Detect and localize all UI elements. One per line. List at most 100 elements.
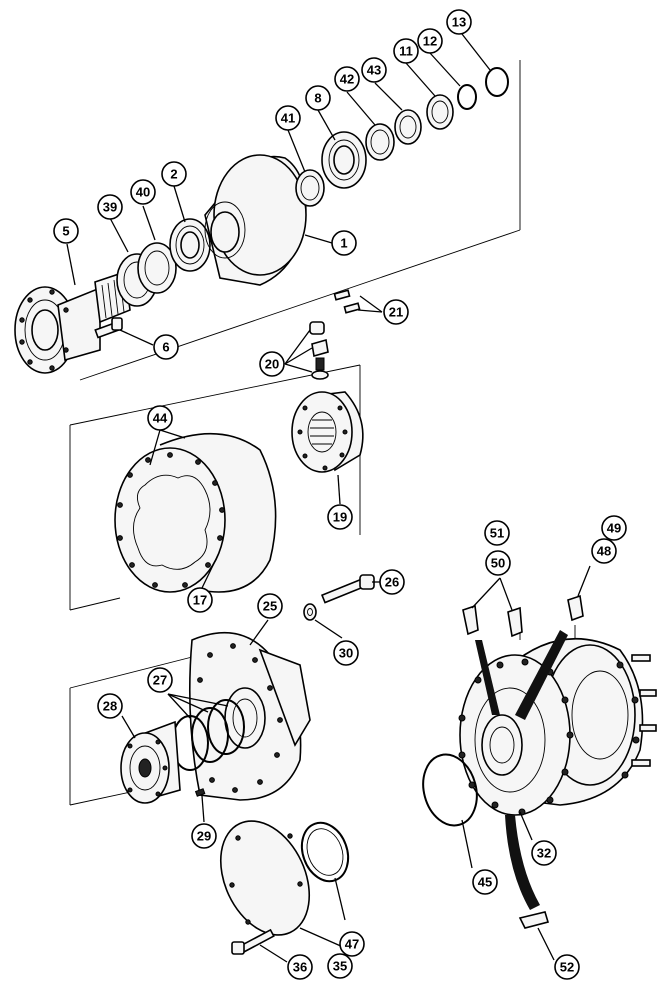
callout-label: 47 xyxy=(345,937,359,952)
callout-label: 52 xyxy=(560,960,574,975)
callout-label: 1 xyxy=(340,236,347,251)
part-50-fittings xyxy=(462,604,523,638)
callout-label: 32 xyxy=(537,846,551,861)
callout-label: 28 xyxy=(103,699,117,714)
callout-label: 8 xyxy=(314,91,321,106)
part-43-ring xyxy=(394,109,422,145)
callout-label: 42 xyxy=(340,72,354,87)
callout-label: 19 xyxy=(333,510,347,525)
part-19-planet-carrier xyxy=(291,391,364,473)
callout-12: 12 xyxy=(417,28,443,54)
part-21-pins xyxy=(333,289,361,314)
callout-label: 48 xyxy=(597,544,611,559)
callout-label: 27 xyxy=(153,673,167,688)
part-2-bearing xyxy=(169,218,211,272)
callout-label: 6 xyxy=(162,340,169,355)
callout-43: 43 xyxy=(361,57,387,83)
callout-8: 8 xyxy=(305,85,331,111)
part-11-nut xyxy=(426,94,454,130)
part-26-bolt xyxy=(320,574,375,604)
part-36-bolt xyxy=(231,928,275,955)
part-40-race xyxy=(137,242,177,294)
callout-label: 17 xyxy=(193,593,207,608)
callout-label: 41 xyxy=(281,111,295,126)
part-35-cover-plate xyxy=(219,820,311,936)
part-13-snap-ring xyxy=(485,67,509,97)
callout-label: 13 xyxy=(452,15,466,30)
part-20-plunger-set xyxy=(309,321,329,380)
leader-lines xyxy=(66,33,591,963)
part-52-clip xyxy=(518,911,550,929)
part-25-spindle-housing xyxy=(188,632,311,801)
callout-28: 28 xyxy=(97,693,123,719)
part-8-bearing xyxy=(321,131,367,189)
callout-35: 35 xyxy=(327,953,353,979)
callout-51: 51 xyxy=(484,520,510,546)
callout-48: 48 xyxy=(591,538,617,564)
part-6-bolt xyxy=(94,317,123,339)
callout-5: 5 xyxy=(53,218,79,244)
part-45-o-ring xyxy=(422,753,478,827)
callout-40: 40 xyxy=(130,179,156,205)
callout-label: 51 xyxy=(490,526,504,541)
callout-label: 2 xyxy=(170,167,177,182)
callout-17: 17 xyxy=(187,587,213,613)
callout-21: 21 xyxy=(383,299,409,325)
part-28-hydraulic-motor xyxy=(120,720,181,804)
callout-label: 25 xyxy=(263,599,277,614)
callout-label: 45 xyxy=(478,875,492,890)
callout-label: 21 xyxy=(389,305,403,320)
callout-47: 47 xyxy=(339,931,365,957)
callout-2: 2 xyxy=(161,161,187,187)
callout-42: 42 xyxy=(334,66,360,92)
callout-26: 26 xyxy=(379,569,405,595)
callout-label: 5 xyxy=(62,224,69,239)
part-44-ring-gear xyxy=(114,432,277,593)
hose-lines xyxy=(475,630,568,910)
callout-44: 44 xyxy=(147,405,173,431)
callout-label: 36 xyxy=(293,960,307,975)
callout-50: 50 xyxy=(485,550,511,576)
callout-32: 32 xyxy=(531,840,557,866)
callout-label: 43 xyxy=(367,63,381,78)
callout-label: 12 xyxy=(423,34,437,49)
callout-label: 35 xyxy=(333,959,347,974)
callout-36: 36 xyxy=(287,954,313,980)
callout-label: 11 xyxy=(399,44,413,59)
group-outline-top xyxy=(79,60,521,381)
callout-13: 13 xyxy=(446,9,472,35)
callout-label: 44 xyxy=(153,411,168,426)
callout-label: 39 xyxy=(103,200,117,215)
callout-25: 25 xyxy=(257,593,283,619)
callout-49: 49 xyxy=(601,515,627,541)
callout-20: 20 xyxy=(259,351,285,377)
callout-41: 41 xyxy=(275,105,301,131)
callout-label: 26 xyxy=(385,575,399,590)
callout-30: 30 xyxy=(333,640,359,666)
ring-gear-holes xyxy=(117,452,225,588)
callout-label: 20 xyxy=(265,357,279,372)
part-41-ring xyxy=(295,169,325,207)
callout-label: 50 xyxy=(491,556,505,571)
part-42-ring xyxy=(365,123,395,161)
callout-19: 19 xyxy=(327,504,353,530)
callout-39: 39 xyxy=(97,194,123,220)
callout-label: 29 xyxy=(197,829,211,844)
callout-6: 6 xyxy=(153,334,179,360)
callout-45: 45 xyxy=(472,869,498,895)
callout-27: 27 xyxy=(147,667,173,693)
callout-29: 29 xyxy=(191,823,217,849)
part-12-snap-ring xyxy=(457,84,477,110)
callout-label: 49 xyxy=(607,521,621,536)
callout-label: 30 xyxy=(339,646,353,661)
housing-holes xyxy=(197,643,283,793)
part-1-hub xyxy=(204,154,307,286)
callout-label: 40 xyxy=(136,185,150,200)
callout-1: 1 xyxy=(331,230,357,256)
callout-52: 52 xyxy=(554,954,580,980)
callout-11: 11 xyxy=(393,38,419,64)
part-29-pin xyxy=(194,788,206,797)
part-32-final-drive-housing xyxy=(458,638,657,816)
part-48-fitting xyxy=(567,594,584,622)
